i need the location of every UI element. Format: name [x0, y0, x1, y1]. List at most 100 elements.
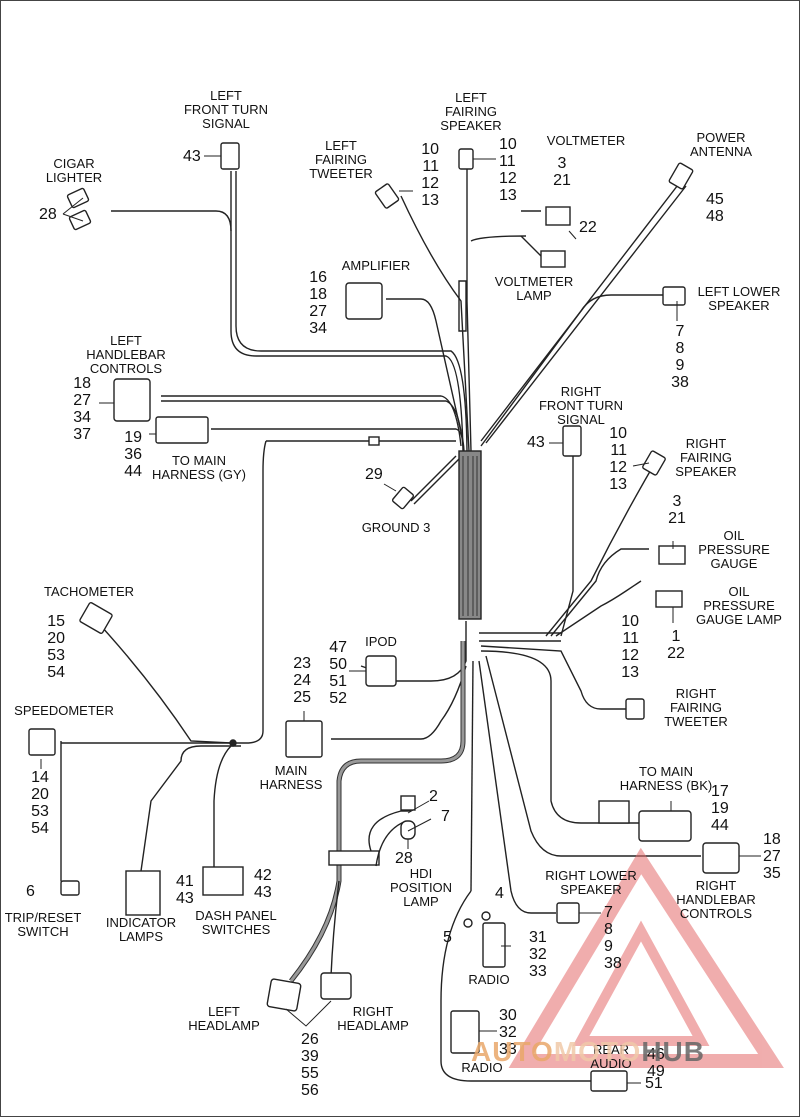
- callout-tachometer: 15 20 53 54: [47, 613, 65, 681]
- amplifier-connector: [345, 282, 383, 320]
- callout-left-lower-speaker: 7 8 9 38: [671, 323, 689, 391]
- label-rear-audio: REAR AUDIO: [590, 1042, 632, 1071]
- callout-oil-pressure-gauge: 3 21: [668, 493, 686, 527]
- hdi-bulb-b: [400, 820, 416, 840]
- label-ipod: IPOD: [365, 634, 397, 649]
- callout-cigar-lighter: 28: [39, 206, 57, 223]
- label-to-main-harness-gy: TO MAIN HARNESS (GY): [152, 453, 246, 482]
- callout-rear-audio: 46 49: [647, 1046, 665, 1080]
- callout-right-fairing-tweeter: 10 11 12 13: [621, 613, 639, 681]
- left-fairing-speaker-connector: [458, 148, 474, 170]
- speedometer-connector: [28, 728, 56, 756]
- callout-oil-pressure-gauge-lamp: 1 22: [667, 628, 685, 662]
- label-power-antenna: POWER ANTENNA: [689, 130, 753, 159]
- tachometer-connector: [79, 602, 113, 634]
- ground-3-terminal: [391, 486, 415, 510]
- to-main-harness-gy-connector: [155, 416, 209, 444]
- label-left-fairing-tweeter: LEFT FAIRING TWEETER: [309, 138, 373, 181]
- label-oil-pressure-gauge-lamp: OIL PRESSURE GAUGE LAMP: [696, 584, 782, 627]
- label-right-fairing-speaker: RIGHT FAIRING SPEAKER: [675, 436, 737, 479]
- callout-hdi-bulb-a: 2: [429, 788, 438, 805]
- callout-left-fairing-speaker: 10 11 12 13: [499, 136, 517, 204]
- oil-pressure-gauge-connector: [658, 545, 686, 565]
- oil-pressure-lamp-connector: [655, 590, 683, 608]
- label-cigar-lighter: CIGAR LIGHTER: [45, 156, 103, 185]
- label-right-headlamp: RIGHT HEADLAMP: [337, 1004, 409, 1033]
- left-handlebar-connector: [113, 378, 151, 422]
- voltmeter-connector: [545, 206, 571, 226]
- label-right-handlebar-controls: RIGHT HANDLEBAR CONTROLS: [676, 878, 756, 921]
- callout-to-main-harness-bk: 17 19 44: [711, 783, 729, 834]
- callout-indicator-lamps: 41 43: [176, 873, 194, 907]
- left-headlamp-connector: [266, 978, 302, 1012]
- trip-reset-switch-connector: [60, 880, 80, 896]
- callout-radio-ground-4: 4: [495, 885, 504, 902]
- callout-hdi-position-lamp: 28: [395, 850, 413, 867]
- right-headlamp-connector: [320, 972, 352, 1000]
- label-right-front-turn-signal: RIGHT FRONT TURN SIGNAL: [538, 384, 624, 427]
- label-hdi-position-lamp: HDI POSITION LAMP: [389, 866, 453, 909]
- main-harness-trunk: [458, 450, 482, 620]
- dash-panel-switches-connector: [202, 866, 244, 896]
- callout-ground-3: 29: [365, 466, 383, 483]
- callout-left-handlebar-controls: 18 27 34 37: [73, 375, 91, 443]
- callout-radio-ground-5: 5: [443, 929, 452, 946]
- left-fairing-tweeter-connector: [374, 183, 400, 209]
- left-lower-speaker-connector: [662, 286, 686, 306]
- indicator-lamps-connector: [125, 870, 161, 916]
- label-left-fairing-speaker: LEFT FAIRING SPEAKER: [440, 90, 502, 133]
- label-left-front-turn-signal: LEFT FRONT TURN SIGNAL: [183, 88, 269, 131]
- callout-radio-upper: 31 32 33: [529, 929, 547, 980]
- label-left-handlebar-controls: LEFT HANDLEBAR CONTROLS: [86, 333, 166, 376]
- hdi-bulb-a: [400, 795, 416, 811]
- right-front-turn-signal-connector: [562, 425, 582, 457]
- callout-ipod: 47 50 51 52: [329, 639, 347, 707]
- label-speedometer: SPEEDOMETER: [14, 703, 114, 718]
- label-dash-panel-switches: DASH PANEL SWITCHES: [195, 908, 277, 937]
- watermark-logo: [508, 847, 784, 1068]
- label-indicator-lamps: INDICATOR LAMPS: [105, 915, 177, 944]
- callout-voltmeter: 3 21: [553, 155, 571, 189]
- callout-speedometer: 14 20 53 54: [31, 769, 49, 837]
- to-main-harness-bk-connector: [638, 810, 692, 842]
- callout-left-front-turn-signal: 43: [183, 148, 201, 165]
- label-ground-3: GROUND 3: [361, 520, 431, 535]
- label-radio-lower: RADIO: [461, 1060, 503, 1075]
- ipod-connector: [365, 655, 397, 687]
- callout-right-lower-speaker: 7 8 9 38: [604, 904, 622, 972]
- label-main-harness: MAIN HARNESS: [259, 763, 323, 792]
- callout-hdi-bulb-b: 7: [441, 808, 450, 825]
- callout-trip-reset-switch: 6: [26, 883, 35, 900]
- left-front-turn-signal-connector: [220, 142, 240, 170]
- callout-amplifier: 16 18 27 34: [309, 269, 327, 337]
- label-right-lower-speaker: RIGHT LOWER SPEAKER: [545, 868, 637, 897]
- label-tachometer: TACHOMETER: [43, 584, 135, 599]
- rear-audio-connector: [590, 1070, 628, 1092]
- right-handlebar-connector: [702, 842, 740, 874]
- callout-dash-panel-switches: 42 43: [254, 867, 272, 901]
- right-lower-speaker-connector: [556, 902, 580, 924]
- callout-left-fairing-tweeter: 10 11 12 13: [421, 141, 439, 209]
- voltmeter-lamp-connector: [540, 250, 566, 268]
- main-harness-connector: [285, 720, 323, 758]
- power-antenna-connector: [668, 162, 694, 190]
- radio-upper-connector: [482, 922, 506, 968]
- radio-lower-connector: [450, 1010, 480, 1054]
- label-voltmeter: VOLTMETER: [546, 133, 626, 148]
- callout-main-harness: 23 24 25: [293, 655, 311, 706]
- watermark-text: AUTOMOTOHUB: [471, 1036, 705, 1067]
- label-left-lower-speaker: LEFT LOWER SPEAKER: [697, 284, 781, 313]
- label-left-headlamp: LEFT HEADLAMP: [188, 1004, 260, 1033]
- callout-to-main-harness-gy: 19 36 44: [124, 429, 142, 480]
- label-oil-pressure-gauge: OIL PRESSURE GAUGE: [698, 528, 770, 571]
- callout-radio-lower: 30 32 33: [499, 1007, 517, 1058]
- label-trip-reset-switch: TRIP/RESET SWITCH: [4, 910, 82, 939]
- label-to-main-harness-bk: TO MAIN HARNESS (BK): [619, 764, 713, 793]
- callout-right-handlebar-controls: 18 27 35: [763, 831, 781, 882]
- to-main-harness-bk-junction: [598, 800, 630, 824]
- callout-power-antenna: 45 48: [706, 191, 724, 225]
- label-voltmeter-lamp: VOLTMETER LAMP: [494, 274, 574, 303]
- right-fairing-speaker-connector: [642, 450, 666, 476]
